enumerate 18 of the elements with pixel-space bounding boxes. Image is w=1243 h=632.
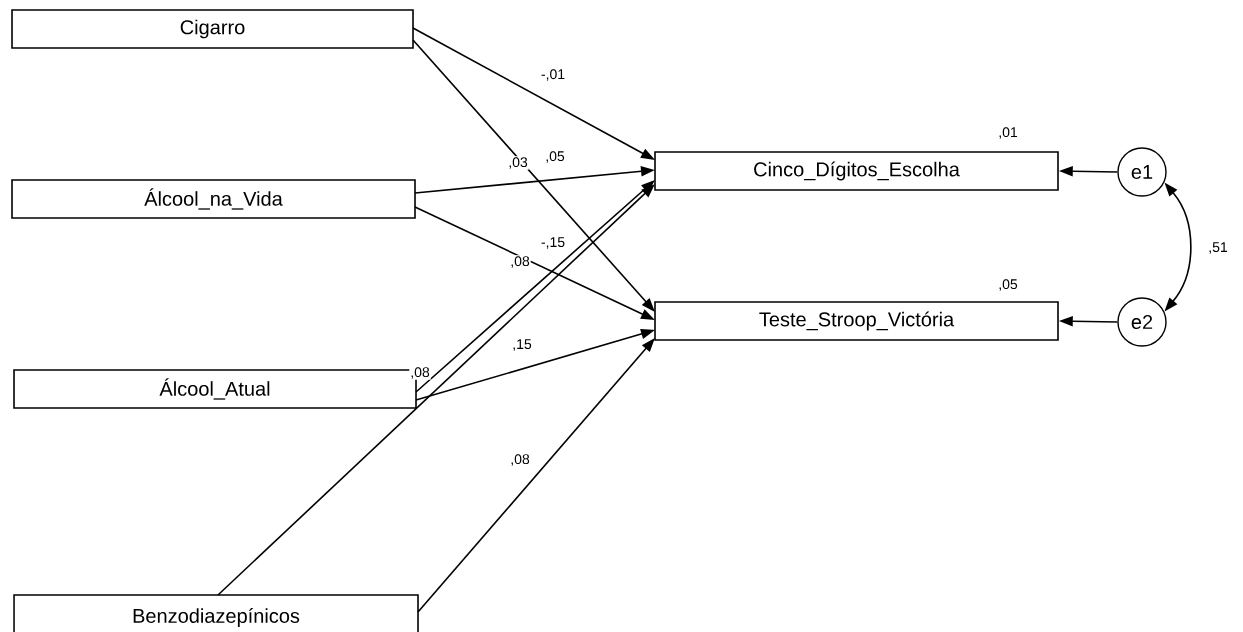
edge-label: ,08 (509, 453, 531, 467)
edge-label: ,51 (1207, 241, 1229, 255)
variable-box: Álcool_na_Vida (11, 179, 416, 219)
edge-label: ,15 (511, 338, 533, 352)
variable-box: Teste_Stroop_Victória (654, 301, 1059, 341)
variable-box: Cigarro (11, 9, 414, 49)
arrow (217, 184, 655, 596)
edge-label: ,05 (544, 150, 566, 164)
edge-label: -,15 (539, 236, 567, 250)
r-squared-label: ,01 (999, 127, 1018, 139)
variable-box: Cinco_Dígitos_Escolha (654, 151, 1059, 191)
arrow (415, 180, 655, 393)
edge-label: -,01 (539, 68, 567, 82)
edge-label: ,08 (409, 366, 431, 380)
edge-label: ,03 (507, 156, 529, 170)
edge-label: ,08 (509, 255, 531, 269)
r-squared-label: ,05 (999, 279, 1018, 291)
variable-box: Benzodiazepínicos (13, 594, 419, 632)
